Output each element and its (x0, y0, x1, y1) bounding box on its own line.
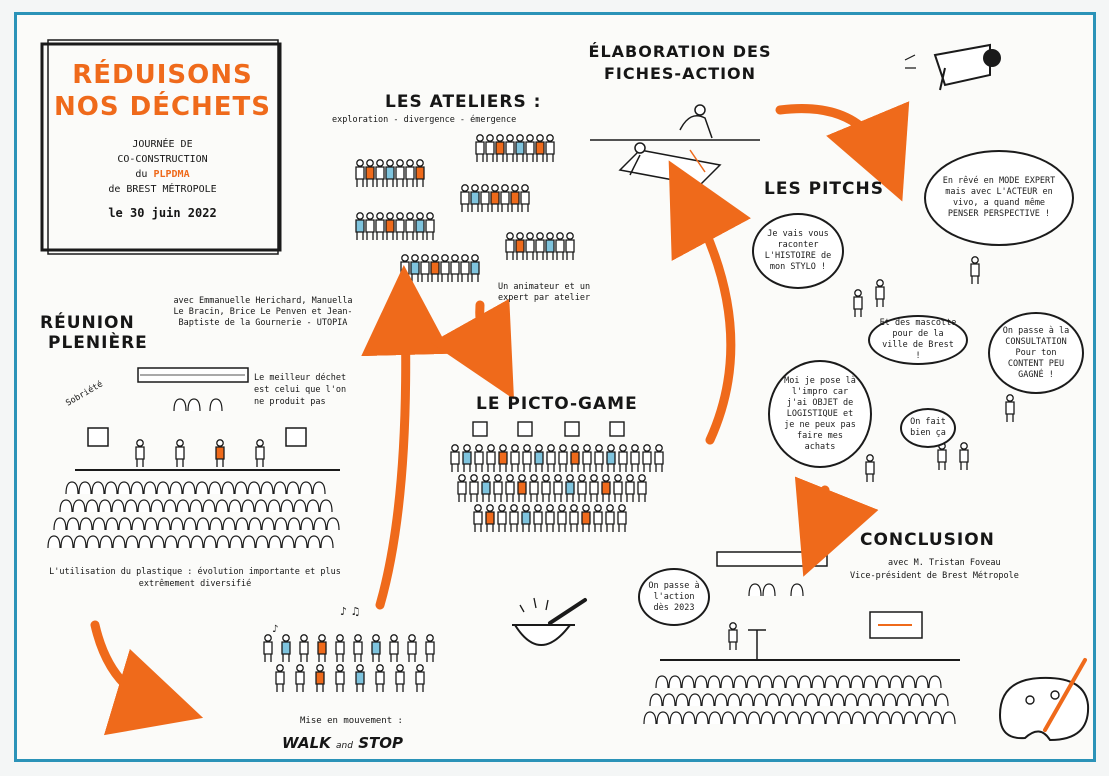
subtitle-line-4: de BREST MÉTROPOLE (108, 184, 217, 195)
reunion-quote: Le meilleur déchet est celui que l'on ne… (254, 373, 347, 407)
desk-scene (590, 104, 760, 186)
workshop-groups (355, 134, 575, 283)
walk-word: WALK (282, 734, 331, 752)
audience-left (47, 481, 340, 549)
walk-stop-crowd: ♪ ♫ ♪ (263, 605, 435, 693)
walk-and-stop: WALK and STOP (282, 734, 403, 752)
picto-game-heading: LE PICTO-GAME (476, 394, 638, 414)
picto-game-crowd (450, 421, 664, 533)
ateliers-heading: LES ATELIERS : (385, 92, 542, 112)
plan-name: PLPDMA (153, 169, 190, 180)
subtitle-line-2: CO-CONSTRUCTION (117, 154, 208, 165)
elaboration-line-2: FICHES-ACTION (603, 64, 757, 83)
conclusion-heading: CONCLUSION (860, 530, 995, 550)
audience-right (643, 675, 956, 725)
title-line-2: NOS DÉCHETS (53, 92, 272, 122)
stop-word: STOP (358, 734, 403, 752)
svg-text:♪ ♫: ♪ ♫ (340, 605, 360, 618)
bowl-icon (512, 597, 587, 646)
speech-bubble-action: On passe à l'action dès 2023 (638, 568, 710, 626)
elaboration-line-1: ÉLABORATION DES (588, 42, 772, 61)
megaphone-icon (904, 43, 1001, 91)
conclusion-line-2: Vice-président de Brest Métropole (850, 571, 1019, 581)
palette-icon (998, 658, 1090, 742)
title-line-1: RÉDUISONS (72, 60, 253, 90)
subtitle-line-3: du PLPDMA (50, 168, 275, 182)
speech-bubble-consultation: On passe à la CONSULTATION Pour ton CONT… (988, 312, 1084, 394)
subtitle-line-1: JOURNÉE DE (132, 139, 193, 150)
speech-bubble-logistique: Moi je pose là l'impro car j'ai OBJET de… (768, 360, 872, 468)
reunion-line-2: PLENIÈRE (48, 333, 148, 353)
pitchs-heading: LES PITCHS (764, 179, 884, 199)
conclusion-line-1: avec M. Tristan Foveau (888, 558, 1001, 568)
svg-text:♪: ♪ (272, 624, 278, 635)
speech-bubble-mascotte: Et des mascotte pour de la ville de Bres… (868, 315, 968, 365)
ateliers-subtitle: exploration - divergence - émergence (332, 115, 517, 125)
subtitle-prefix: du (135, 169, 148, 180)
speech-bubble-expert: En rêvé en MODE EXPERT mais avec L'ACTEU… (924, 150, 1074, 246)
speech-bubble-fait: On fait bien ça (900, 408, 956, 448)
speech-bubble-story: Je vais vous raconter L'HISTOIRE de mon … (752, 213, 844, 289)
and-word: and (336, 741, 353, 751)
flow-arrows (90, 101, 910, 736)
reunion-speakers: avec Emmanuelle Herichard, Manuella Le B… (173, 296, 353, 328)
ateliers-caption: Un animateur et un expert par atelier (498, 282, 591, 303)
walk-caption: Mise en mouvement : (300, 716, 403, 726)
event-date: le 30 juin 2022 (108, 206, 217, 220)
plenary-scene (75, 367, 340, 471)
title-frame (40, 39, 282, 255)
pitch-people (853, 256, 1015, 483)
reunion-line-1: RÉUNION (40, 313, 135, 333)
plastique-caption: L'utilisation du plastique : évolution i… (49, 567, 341, 589)
